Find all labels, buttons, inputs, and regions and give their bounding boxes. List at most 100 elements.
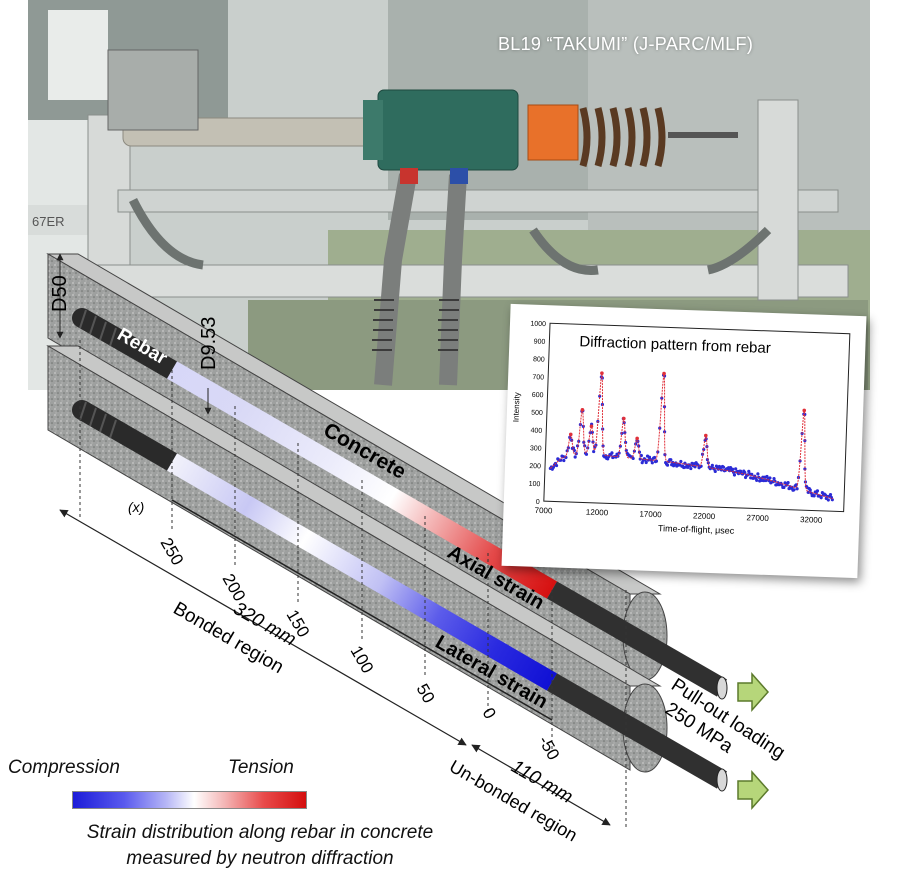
data-point [598,394,602,398]
pullout-arrow-icon [737,770,770,810]
legend-compression-label: Compression [8,757,120,778]
data-point [704,437,708,441]
plot-area [543,322,851,513]
data-point [653,455,657,460]
y-tick-label: 500 [531,410,543,417]
data-point [669,458,673,462]
y-tick-label: 200 [529,463,541,470]
caption-line-2: measured by neutron diffraction [126,848,394,869]
data-point [782,485,786,490]
unbonded-length-dim [471,744,611,826]
data-point [606,457,610,461]
data-point [650,461,654,465]
data-point [768,476,772,480]
data-point [631,456,635,461]
tick-neg50: -50 [535,733,564,764]
data-point [706,461,710,465]
caption-line-1: Strain distribution along rebar in concr… [86,822,434,843]
x-axis-symbol: (x) [128,499,144,515]
data-point [660,396,664,400]
data-point [587,439,591,443]
data-point [743,470,747,475]
experiment-photo: 67ER [28,0,870,390]
y-tick-label: 1000 [530,321,546,329]
data-point [792,488,796,492]
data-point [731,467,735,471]
x-tick-label: 22000 [693,511,716,521]
data-point [747,469,751,473]
data-point [732,473,737,477]
peak-point [589,424,594,429]
peak-point [580,408,585,412]
data-point [830,498,834,502]
beamline-title: BL19 “TAKUMI” (J-PARC/MLF) [498,34,754,54]
tick-250: 250 [157,535,188,569]
x-tick-label: 7000 [534,506,553,516]
tick-200: 200 [219,571,250,605]
legend-tension-label: Tension [228,757,294,778]
data-point [755,478,759,482]
data-point [573,455,577,459]
data-point [795,487,799,491]
loading-rig-illustration: 67ER [28,0,870,390]
data-point [662,405,667,409]
machine-tag: 67ER [32,214,65,229]
bonded-length-dim [59,509,467,746]
data-point [582,440,586,444]
data-point [812,494,816,498]
data-point [721,465,726,469]
data-point [623,431,627,435]
data-point [601,444,605,448]
diffraction-chart: Diffraction pattern from rebar Intensity… [512,321,851,536]
data-point [658,426,662,430]
y-tick-label: 0 [536,499,540,506]
data-point [803,467,807,471]
data-point [710,463,714,467]
data-point [610,451,614,455]
y-tick-label: 400 [530,427,542,434]
peak-point [568,432,573,437]
data-point [686,465,690,469]
x-axis-label: Time-of-flight, μsec [658,523,735,536]
x-tick-label: 27000 [746,513,769,523]
peak-point [662,371,666,376]
data-point [772,476,776,481]
peak-point [635,436,639,441]
data-point [679,459,683,464]
data-point [591,440,595,444]
y-axis-label: Intensity [512,392,522,422]
data-point [734,467,738,471]
data-point [819,496,823,500]
peak-point [704,433,708,438]
peak-point [600,371,604,375]
rebar-size-label: D9.53 [198,317,220,370]
strain-color-scale [72,791,307,809]
data-point [639,453,643,458]
data-point [689,466,693,471]
figure-caption: Strain distribution along rebar in concr… [20,820,500,872]
data-point [808,488,812,492]
data-point [815,489,820,493]
peak-point [622,416,626,421]
tick-100: 100 [347,643,378,677]
data-point [554,463,559,468]
x-tick-label: 12000 [586,508,609,518]
data-point [794,483,798,487]
data-point [584,452,589,456]
pullout-arrow-icon [737,672,770,712]
x-tick-label: 17000 [639,509,662,519]
data-point [577,439,581,443]
data-point [592,449,596,454]
fit-line [549,373,834,500]
tick-50: 50 [413,681,439,707]
y-tick-label: 600 [532,392,544,399]
data-point [756,472,760,476]
data-point [637,444,641,448]
data-point [562,458,566,463]
data-point [713,469,717,474]
tick-0: 0 [479,705,500,723]
diameter-label: D50 [49,275,71,312]
peak-point [802,408,807,413]
y-tick-label: 300 [530,445,542,452]
